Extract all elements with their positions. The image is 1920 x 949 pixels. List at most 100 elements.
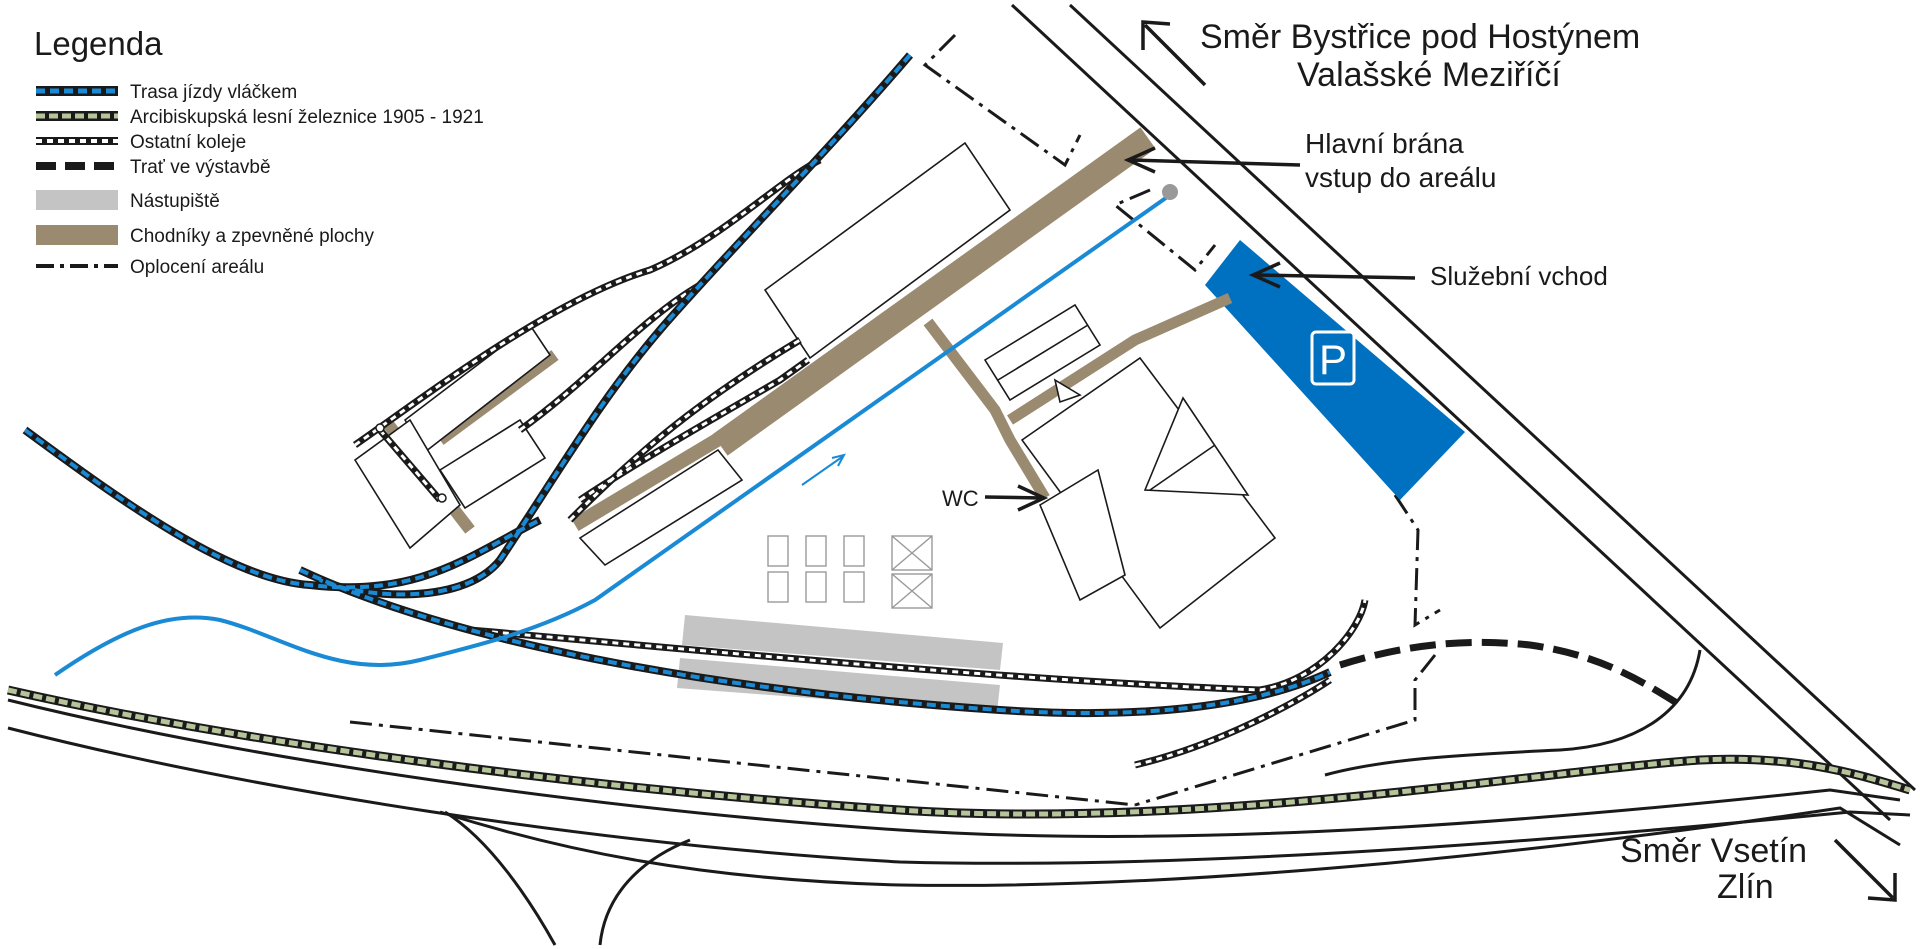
track-yard-1-inner <box>354 158 821 447</box>
platforms <box>677 615 1003 712</box>
path-west-spur <box>571 430 726 532</box>
kiosk-6 <box>843 571 865 603</box>
route-north-spur-inner <box>319 53 912 597</box>
legend-item-paths: Chodníky a zpevněné plochy <box>36 225 374 247</box>
building-small-sheds-divider <box>997 324 1089 381</box>
legend-item-fence: Oplocení areálu <box>36 257 264 278</box>
road-bottom-south-edge <box>7 726 1911 865</box>
other-tracks <box>353 156 1369 769</box>
buildings <box>353 141 1277 630</box>
turntable-marker-a <box>375 423 385 433</box>
legend-label-construction: Trať ve výstavbě <box>130 157 271 178</box>
fence-north-top <box>922 33 1082 168</box>
building-yard-west <box>353 418 462 550</box>
legend-item-train-route: Trasa jízdy vláčkem <box>36 82 297 103</box>
direction-north-line2: Valašské Meziříčí <box>1297 56 1561 94</box>
map-labels: Směr Bystřice pod Hostýnem Valašské Mezi… <box>942 18 1807 906</box>
train-route <box>22 52 1332 718</box>
service-entrance-arrow-head <box>1248 261 1281 289</box>
legend: Legenda Trasa jízdy vláčkem Arcibiskupsk… <box>34 25 484 278</box>
route-west-arc <box>22 426 542 592</box>
main-gate-arrow <box>1129 158 1301 167</box>
shelter-1-cross-b <box>891 535 933 571</box>
track-yard-3-inner <box>568 338 801 522</box>
shelter-1 <box>891 535 933 571</box>
main-gate-label-line1: Hlavní brána <box>1305 128 1464 159</box>
legend-swatch-platform <box>36 190 118 210</box>
direction-north-line1: Směr Bystřice pod Hostýnem <box>1200 18 1640 56</box>
legend-item-other-tracks: Ostatní koleje <box>36 132 246 153</box>
platform-north <box>682 615 1003 670</box>
path-to-wc <box>923 318 1050 501</box>
legend-label-fence: Oplocení areálu <box>130 257 264 278</box>
construction-track <box>1338 638 1682 708</box>
path-to-service-entrance <box>1007 292 1233 425</box>
building-yard-mid <box>438 418 547 510</box>
service-entrance-arrow <box>1254 273 1416 280</box>
legend-item-construction: Trať ve výstavbě <box>36 157 271 178</box>
small-structures <box>767 535 933 609</box>
fence-south-east <box>1134 654 1437 807</box>
building-depot-roof-line <box>1149 444 1216 491</box>
route-walk-line <box>53 193 1172 677</box>
forest-railway-line-fill <box>7 687 1911 817</box>
road-main-diagonal-west-edge <box>1010 3 1892 822</box>
building-depot-roof <box>1143 396 1250 496</box>
building-lower-shed <box>578 448 744 567</box>
turntable-marker-b <box>437 493 447 503</box>
track-platform-main-inner <box>469 599 1367 692</box>
kiosk-4 <box>767 571 789 603</box>
kiosk-2 <box>805 535 827 567</box>
shelter-2 <box>891 573 933 609</box>
path-main-promenade <box>712 127 1156 456</box>
wc-label: WC <box>942 486 979 511</box>
fence-south <box>349 720 1136 807</box>
track-south-siding <box>1134 677 1332 769</box>
kiosk-3 <box>843 535 865 567</box>
route-main-inner <box>299 568 1331 716</box>
forest-railway <box>7 685 1912 819</box>
route-direction-arrowhead <box>831 453 846 467</box>
arrow-down-right-head <box>1867 873 1897 902</box>
parking-icon <box>1310 330 1356 386</box>
building-depot-annex <box>1038 468 1126 602</box>
track-south-siding-inner <box>1134 678 1331 767</box>
shelter-2-cross-b <box>891 573 933 609</box>
road-branch-right <box>598 838 691 946</box>
fence-gate-segment <box>1112 188 1217 273</box>
road-bottom-lower-edge <box>439 806 1901 887</box>
legend-swatch-paths <box>36 225 118 245</box>
track-yard-5-inner <box>378 429 442 501</box>
road-branch-left <box>444 810 557 946</box>
wc-arrow <box>984 495 1043 500</box>
kiosk-5 <box>805 571 827 603</box>
legend-item-forest-railway: Arcibiskupská lesní železnice 1905 - 192… <box>36 107 484 128</box>
arrow-down-right-icon <box>1833 838 1895 900</box>
legend-label-paths: Chodníky a zpevněné plochy <box>130 226 374 247</box>
direction-south-line2: Zlín <box>1717 868 1774 906</box>
road-main-diagonal-east-edge <box>1068 3 1917 792</box>
main-gate-label-line2: vstup do areálu <box>1305 162 1496 193</box>
main-gate-arrow-head <box>1123 146 1156 174</box>
parking-letter: P <box>1319 336 1347 383</box>
fence <box>349 33 1441 807</box>
wc-arrow-head <box>1017 484 1049 512</box>
track-construction <box>1338 638 1682 708</box>
route-direction-arrow <box>801 456 843 486</box>
pointer-arrows <box>984 20 1897 902</box>
track-yard-2-inner <box>519 283 701 432</box>
kiosk-1 <box>767 535 789 567</box>
service-entrance-label: Služební vchod <box>1430 261 1608 291</box>
building-depot-entry <box>1053 378 1082 404</box>
legend-label-platform: Nástupiště <box>130 191 220 212</box>
direction-south-line1: Směr Vsetín <box>1620 832 1807 870</box>
fence-east-lower <box>1393 494 1441 628</box>
legend-label-forest-railway: Arcibiskupská lesní železnice 1905 - 192… <box>130 107 484 128</box>
building-large-hall <box>763 141 1012 360</box>
legend-label-other-tracks: Ostatní koleje <box>130 132 246 153</box>
arrow-up-left-head <box>1141 20 1171 50</box>
platform-south <box>677 658 1000 712</box>
legend-item-platform: Nástupiště <box>36 190 220 212</box>
legend-label-train-route: Trasa jízdy vláčkem <box>130 82 297 103</box>
